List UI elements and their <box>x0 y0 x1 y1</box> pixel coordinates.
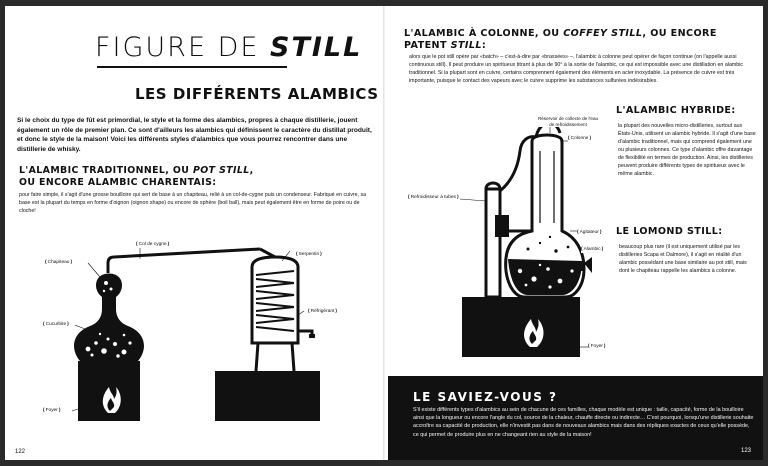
label-refroidisseur: Refroidisseur à tubes <box>408 195 459 201</box>
did-you-know-text: S'il existe différents types d'alambics … <box>413 407 754 438</box>
did-you-know-title: LE SAVIEZ-VOUS ? <box>413 390 558 404</box>
page-subtitle: LES DIFFÉRENTS ALAMBICS <box>135 85 379 103</box>
label-agitateur: Agitateur <box>577 230 602 236</box>
label-reservoir: Réservoir de collecte de l'eau de refroi… <box>535 116 601 128</box>
page-title: FIGURE DE STILL <box>95 32 363 63</box>
lomond-paragraph: beaucoup plus rare (il est uniquement ut… <box>619 244 747 274</box>
column-still-diagram <box>459 121 592 357</box>
label-foyer-left: Foyer <box>43 408 61 414</box>
label-col-de-cygne: Col de cygne <box>136 242 170 248</box>
section-heading-pot-still: L'ALAMBIC TRADITIONNEL, OU POT STILL,OU … <box>19 165 254 188</box>
coffey-still-paragraph: alors que le pot still opère par «batch»… <box>409 54 744 84</box>
label-colonne: Colonne <box>568 136 592 142</box>
title-underline <box>97 66 287 68</box>
label-chapiteau: Chapiteau <box>45 260 73 266</box>
page-number-right: 123 <box>741 448 752 454</box>
section-heading-lomond: LE LOMOND STILL: <box>616 226 723 237</box>
page-gutter <box>383 6 385 460</box>
section-heading-hybrid: L'ALAMBIC HYBRIDE: <box>616 105 736 116</box>
intro-paragraph: Si le choix du type de fût est primordia… <box>17 117 372 153</box>
pot-still-paragraph: pour faire simple, il s'agit d'une gross… <box>19 192 367 214</box>
label-cucurbite: Cucurbite <box>43 322 69 328</box>
page-number-left: 122 <box>15 449 26 455</box>
label-refrigerant: Réfrigérant <box>308 309 337 315</box>
did-you-know-box: LE SAVIEZ-VOUS ? S'il existe différents … <box>388 376 763 460</box>
label-serpentin: Serpentin <box>296 252 322 258</box>
label-alambic: Alambic <box>581 247 604 253</box>
pot-still-diagram <box>71 247 320 421</box>
book-spread: FIGURE DE STILL LES DIFFÉRENTS ALAMBICS … <box>5 6 763 460</box>
label-foyer-right: Foyer <box>588 344 606 350</box>
hybrid-paragraph: la plupart des nouvelles micro-distiller… <box>618 123 756 177</box>
section-heading-coffey-still: L'ALAMBIC À COLONNE, OU COFFEY STILL, OU… <box>404 28 717 51</box>
